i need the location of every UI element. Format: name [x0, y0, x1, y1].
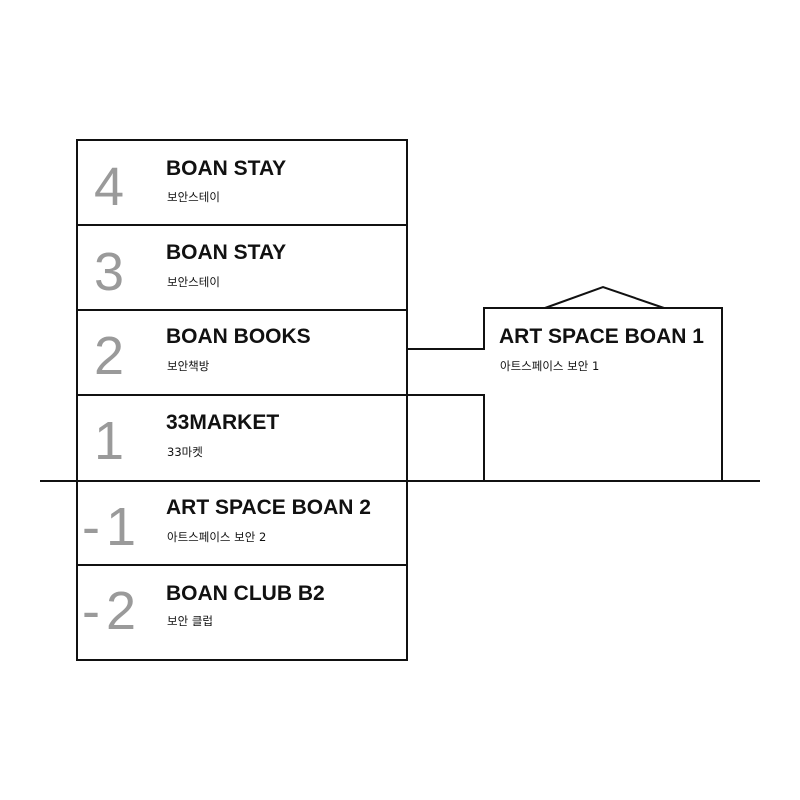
floor-number-4: 4 — [93, 157, 131, 217]
main-building-frame — [76, 139, 408, 661]
floor-2-title: BOAN BOOKS — [166, 325, 311, 348]
floor-b1-title: ART SPACE BOAN 2 — [166, 496, 371, 519]
floor-b2-title: BOAN CLUB B2 — [166, 582, 325, 605]
annex-connector — [407, 394, 485, 481]
floor-number-2: 2 — [93, 326, 131, 386]
floor-number-3: 3 — [93, 242, 131, 302]
floor-1-subtitle: 33마켓 — [167, 445, 203, 459]
annex-subtitle: 아트스페이스 보안 1 — [500, 359, 600, 373]
floor-3-title: BOAN STAY — [166, 241, 287, 264]
floor-number-1: 1 — [93, 411, 131, 471]
floor-number-b1: -1 — [81, 497, 142, 557]
floor-2-subtitle: 보안책방 — [167, 359, 210, 373]
annex-title: ART SPACE BOAN 1 — [499, 325, 704, 348]
floor-b1-subtitle: 아트스페이스 보안 2 — [167, 530, 267, 544]
floor-1-title: 33MARKET — [166, 411, 280, 434]
floor-4-title: BOAN STAY — [166, 157, 287, 180]
annex-building-outline — [406, 307, 723, 481]
floor-4-subtitle: 보안스테이 — [167, 190, 220, 204]
annex-roof — [544, 285, 665, 309]
floor-3-subtitle: 보안스테이 — [167, 275, 220, 289]
floor-number-b2: -2 — [81, 581, 142, 641]
floor-b2-subtitle: 보안 클럽 — [167, 614, 213, 628]
